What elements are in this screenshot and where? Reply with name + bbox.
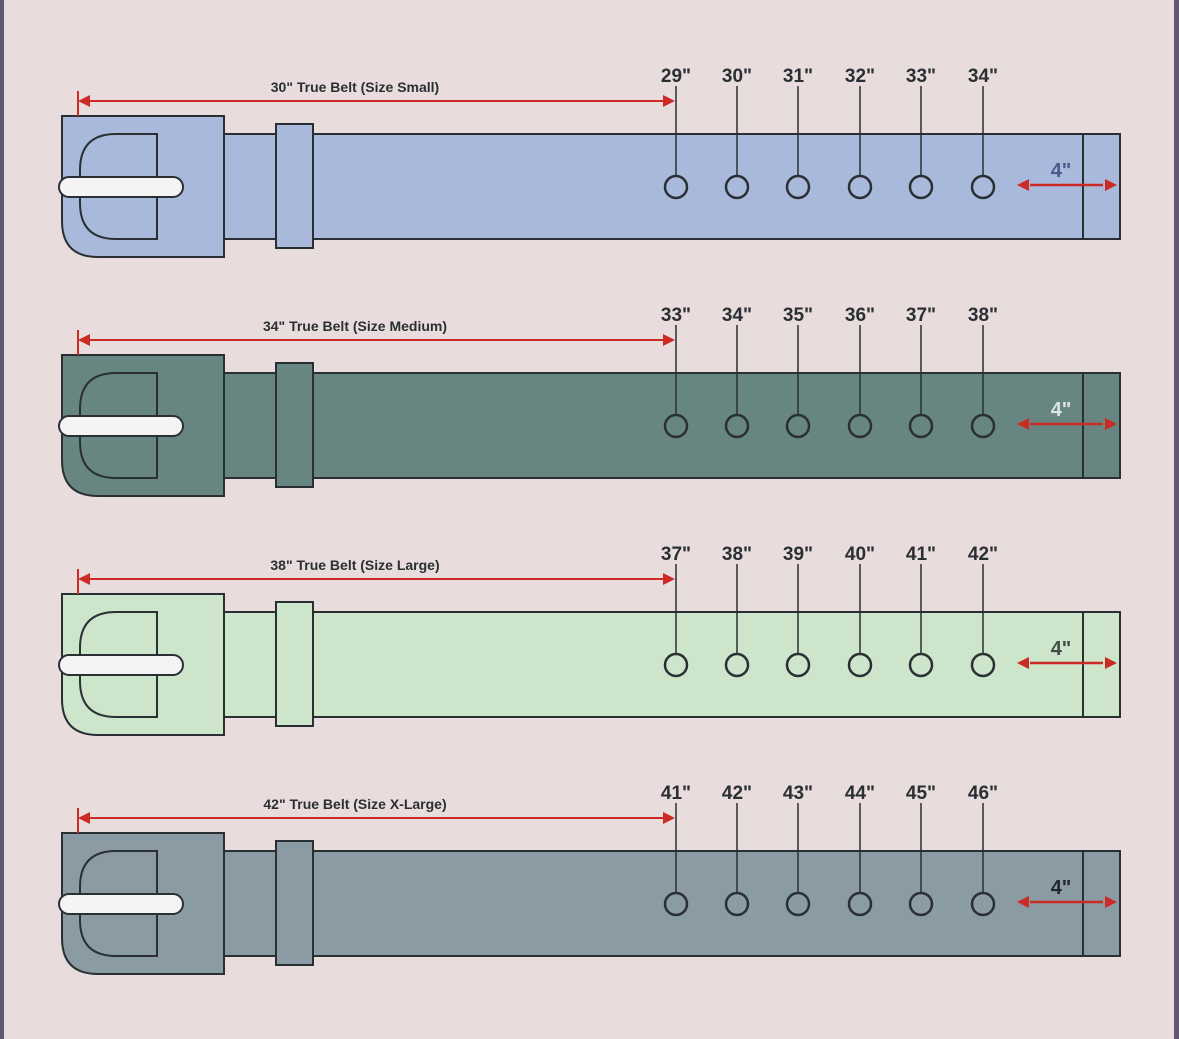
belt-hole bbox=[908, 652, 934, 678]
belt-3: 38" True Belt (Size Large) 37" 38" 39" 40" 41… bbox=[58, 544, 1121, 736]
hole-size-label: 42" bbox=[968, 544, 998, 565]
belt-hole bbox=[908, 174, 934, 200]
hole-size-label: 33" bbox=[661, 305, 691, 326]
belt-hole bbox=[724, 652, 750, 678]
tip-length-label: 4" bbox=[1051, 160, 1072, 182]
belt-strap bbox=[223, 611, 1121, 718]
hole-size-label: 38" bbox=[722, 544, 752, 565]
buckle-pin bbox=[58, 654, 184, 676]
belt-keeper bbox=[275, 362, 314, 488]
hole-size-label: 37" bbox=[661, 544, 691, 565]
tip-arrow-head-left bbox=[1017, 179, 1029, 191]
belt-hole bbox=[785, 652, 811, 678]
belt-hole bbox=[970, 413, 996, 439]
belt-title: 42" True Belt (Size X-Large) bbox=[263, 796, 446, 812]
arrow-head-left bbox=[78, 812, 90, 824]
hole-size-label: 40" bbox=[845, 544, 875, 565]
belt-hole bbox=[785, 174, 811, 200]
belt-hole bbox=[785, 891, 811, 917]
belt-hole bbox=[970, 891, 996, 917]
buckle-pin bbox=[58, 893, 184, 915]
belt-hole bbox=[908, 413, 934, 439]
tip-arrow-head-left bbox=[1017, 896, 1029, 908]
belt-hole bbox=[663, 174, 689, 200]
buckle-frame bbox=[79, 850, 158, 957]
hole-size-label: 34" bbox=[722, 305, 752, 326]
belt-hole bbox=[663, 652, 689, 678]
frame-left bbox=[0, 0, 4, 1039]
hole-size-label: 44" bbox=[845, 783, 875, 804]
belt-hole bbox=[908, 891, 934, 917]
tip-length-label: 4" bbox=[1051, 877, 1072, 899]
belt-1: 30" True Belt (Size Small) 29" 30" 31" 32" 33… bbox=[58, 66, 1121, 258]
belt-title: 30" True Belt (Size Small) bbox=[271, 79, 439, 95]
hole-size-label: 36" bbox=[845, 305, 875, 326]
belt-keeper bbox=[275, 840, 314, 966]
belt-hole bbox=[847, 174, 873, 200]
arrow-head-left bbox=[78, 573, 90, 585]
belt-hole bbox=[847, 413, 873, 439]
tip-length-label: 4" bbox=[1051, 399, 1072, 421]
arrow-head-right bbox=[663, 95, 675, 107]
belt-hole bbox=[724, 174, 750, 200]
hole-size-label: 39" bbox=[783, 544, 813, 565]
hole-size-label: 38" bbox=[968, 305, 998, 326]
belt-title: 38" True Belt (Size Large) bbox=[270, 557, 439, 573]
arrow-head-left bbox=[78, 95, 90, 107]
belt-4: 42" True Belt (Size X-Large) 41" 42" 43" 44"… bbox=[58, 783, 1121, 975]
tip-arrow-head-right bbox=[1105, 896, 1117, 908]
belt-hole bbox=[970, 174, 996, 200]
hole-size-label: 30" bbox=[722, 66, 752, 87]
belt-hole bbox=[970, 652, 996, 678]
belt-hole bbox=[785, 413, 811, 439]
belt-keeper bbox=[275, 123, 314, 249]
hole-size-label: 37" bbox=[906, 305, 936, 326]
hole-size-label: 34" bbox=[968, 66, 998, 87]
buckle-frame bbox=[79, 372, 158, 479]
tip-arrow-head-right bbox=[1105, 657, 1117, 669]
belt-hole bbox=[724, 413, 750, 439]
tip-arrow-head-right bbox=[1105, 179, 1117, 191]
belt-hole bbox=[663, 891, 689, 917]
tip-arrow-head-right bbox=[1105, 418, 1117, 430]
belt-2: 34" True Belt (Size Medium) 33" 34" 35" 36" 3… bbox=[58, 305, 1121, 497]
hole-size-label: 31" bbox=[783, 66, 813, 87]
hole-size-label: 32" bbox=[845, 66, 875, 87]
belt-hole bbox=[663, 413, 689, 439]
buckle-pin bbox=[58, 415, 184, 437]
belt-title: 34" True Belt (Size Medium) bbox=[263, 318, 447, 334]
buckle-frame bbox=[79, 611, 158, 718]
hole-size-label: 41" bbox=[906, 544, 936, 565]
hole-size-label: 33" bbox=[906, 66, 936, 87]
arrow-head-right bbox=[663, 334, 675, 346]
hole-size-label: 46" bbox=[968, 783, 998, 804]
hole-size-label: 43" bbox=[783, 783, 813, 804]
hole-size-label: 41" bbox=[661, 783, 691, 804]
buckle-pin bbox=[58, 176, 184, 198]
tip-arrow-head-left bbox=[1017, 418, 1029, 430]
hole-size-label: 42" bbox=[722, 783, 752, 804]
tip-length-label: 4" bbox=[1051, 638, 1072, 660]
arrow-head-right bbox=[663, 812, 675, 824]
hole-size-label: 29" bbox=[661, 66, 691, 87]
frame-right bbox=[1174, 0, 1179, 1039]
tip-arrow-head-left bbox=[1017, 657, 1029, 669]
belt-hole bbox=[724, 891, 750, 917]
hole-size-label: 45" bbox=[906, 783, 936, 804]
arrow-head-left bbox=[78, 334, 90, 346]
belt-hole bbox=[847, 652, 873, 678]
buckle-frame bbox=[79, 133, 158, 240]
belt-hole bbox=[847, 891, 873, 917]
belt-keeper bbox=[275, 601, 314, 727]
arrow-head-right bbox=[663, 573, 675, 585]
hole-size-label: 35" bbox=[783, 305, 813, 326]
